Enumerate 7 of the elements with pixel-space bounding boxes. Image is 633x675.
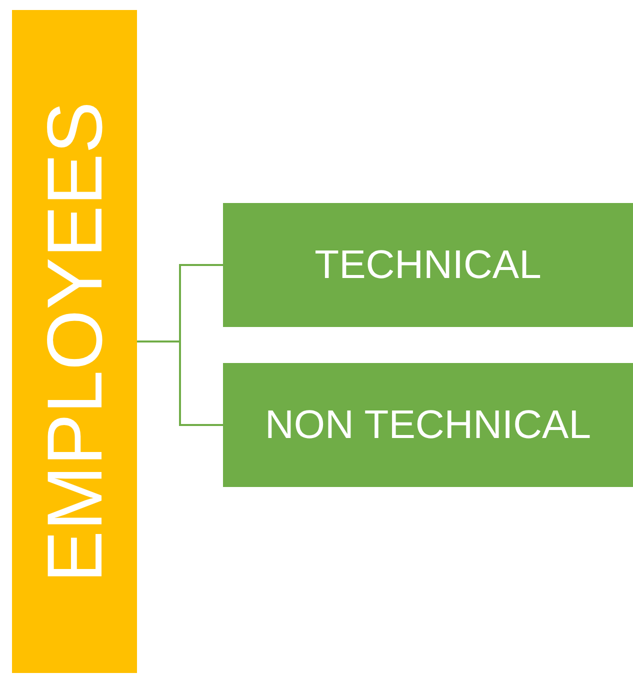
category-box	[223, 363, 633, 487]
box-label: NON TECHNICAL	[265, 402, 591, 449]
category-bar	[12, 10, 137, 673]
category-box	[223, 203, 633, 327]
connector-line	[137, 340, 223, 426]
bar-label: EMPLOYEES	[36, 100, 114, 582]
box-label: TECHNICAL	[314, 242, 542, 289]
